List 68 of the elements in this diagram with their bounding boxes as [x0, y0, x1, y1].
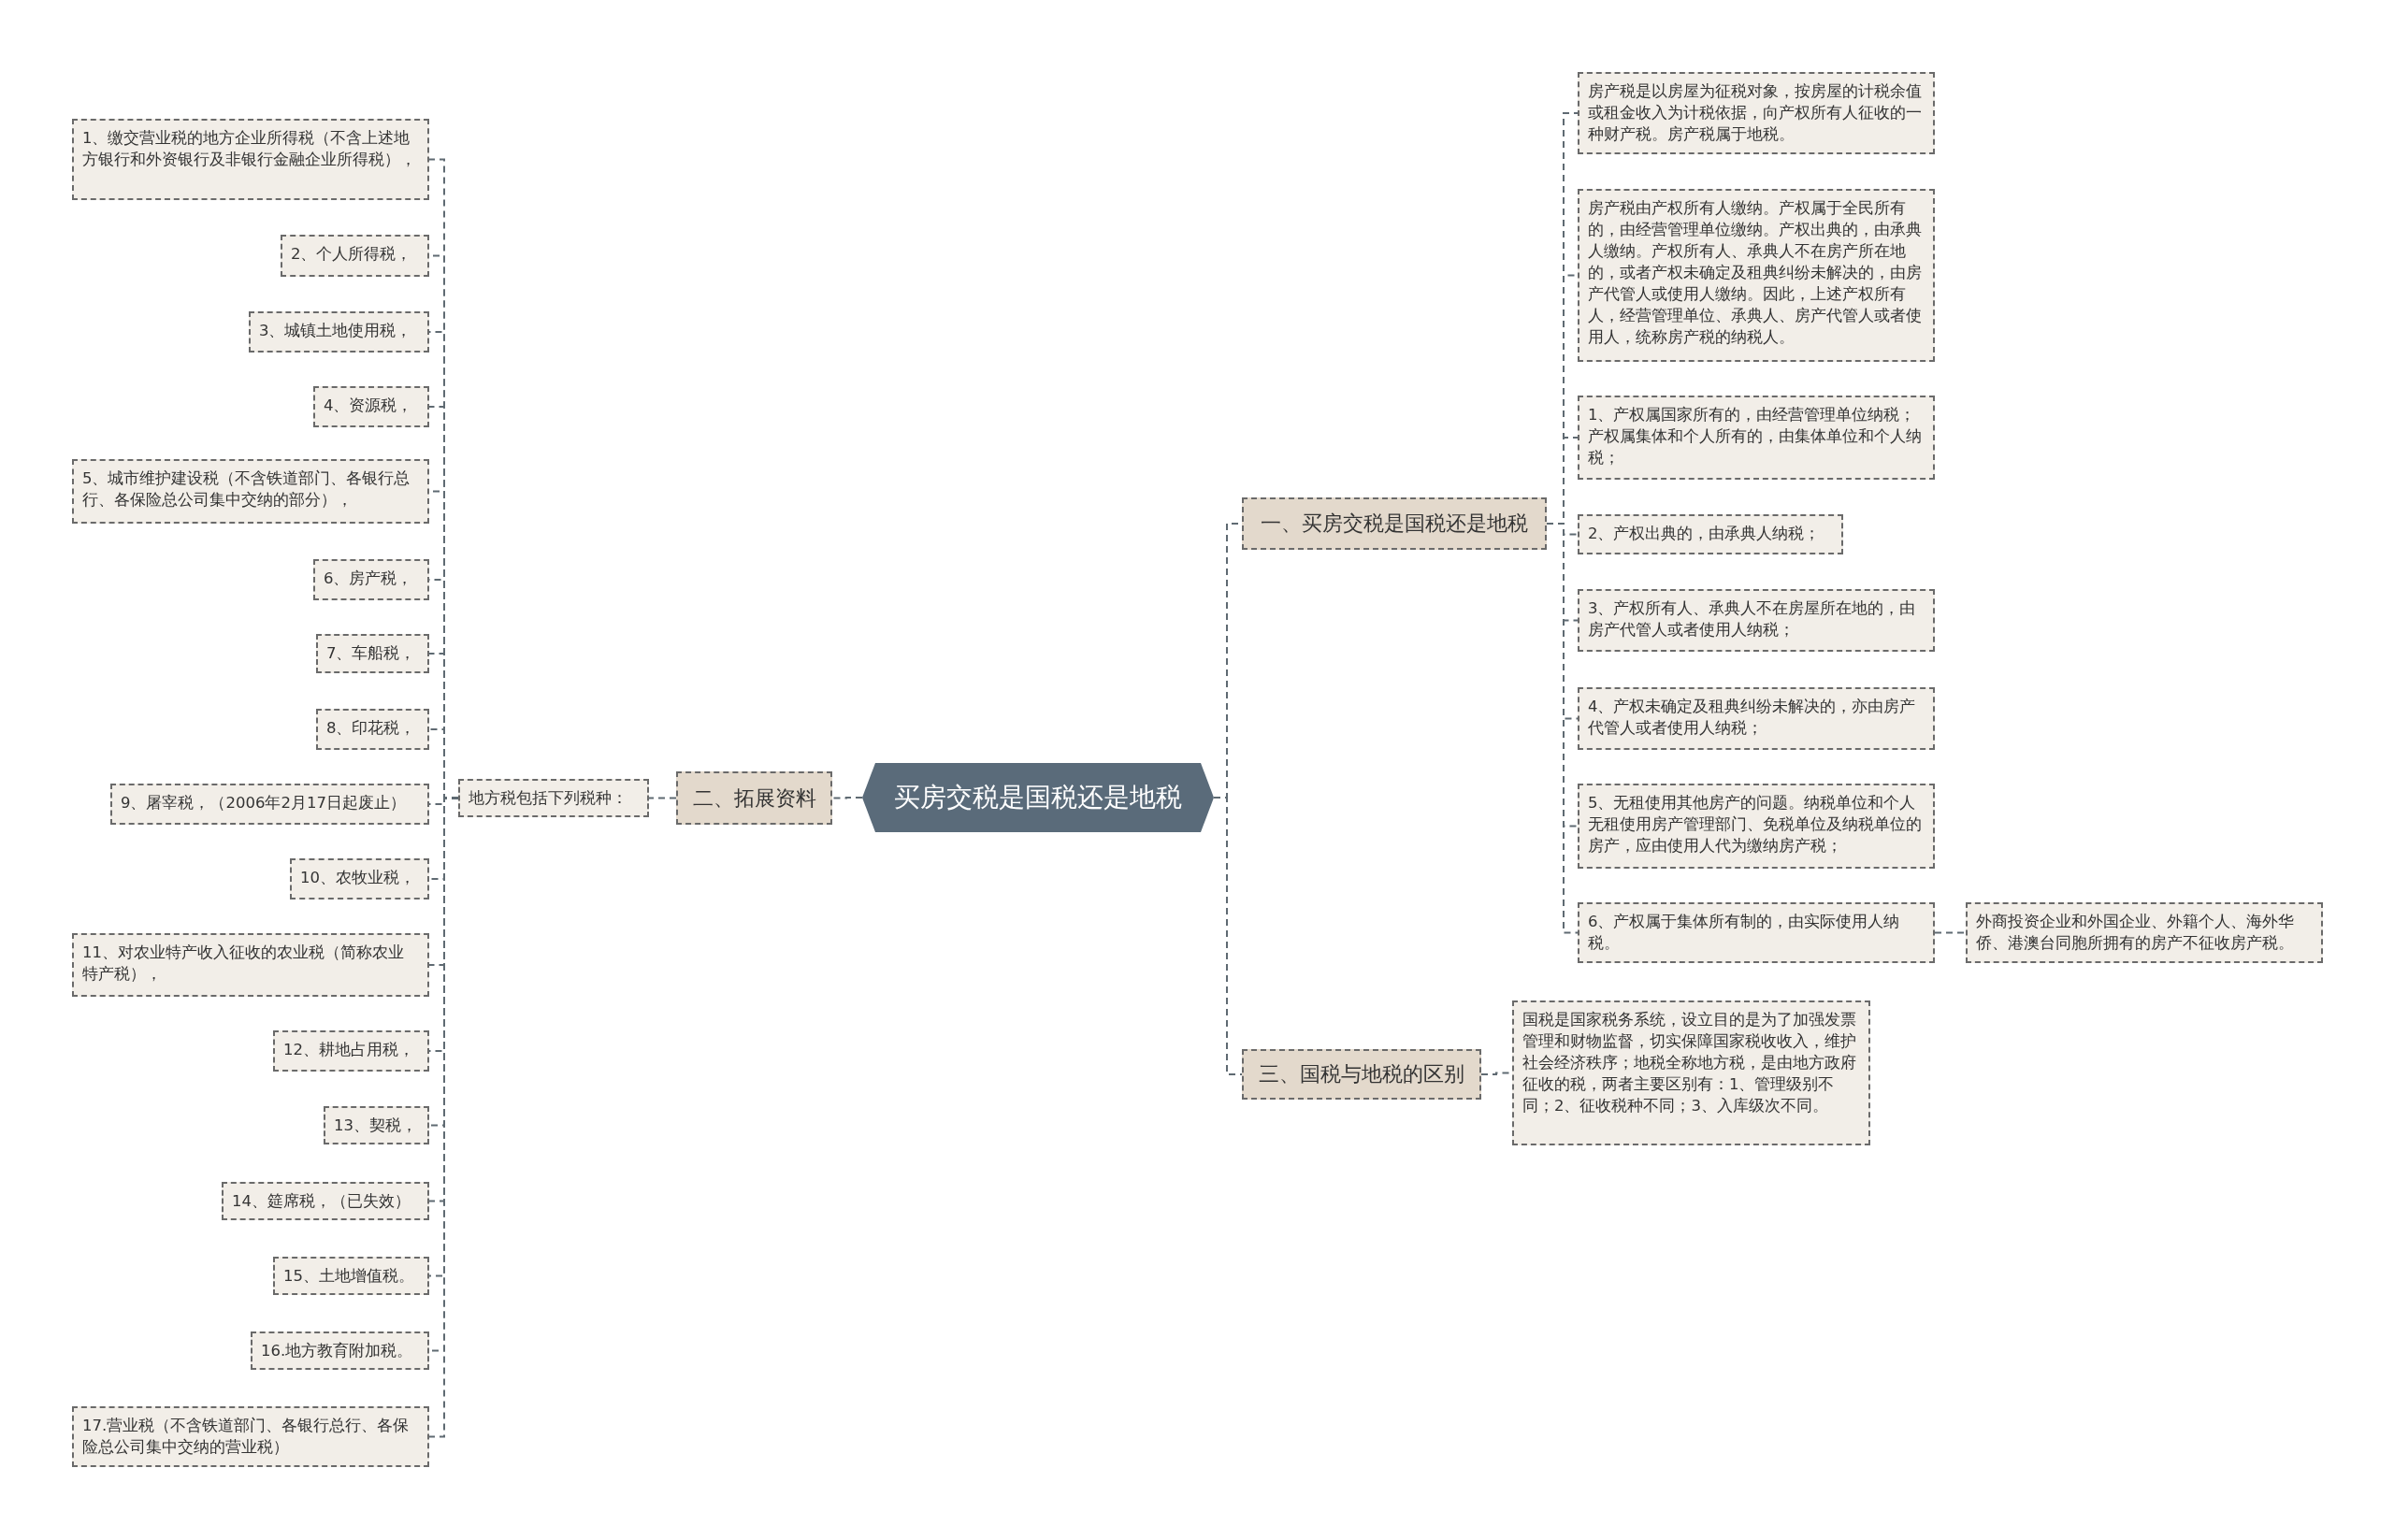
subtopic-box: [1578, 72, 1935, 154]
subtopic-text: 8、印花税，: [326, 719, 416, 737]
subtopic-box: [72, 933, 429, 997]
subtopic-text: 4、产权未确定及租典纠纷未解决的，亦由房产代管人或者使用人纳税；: [1588, 698, 1916, 737]
subtopic-text: 12、耕地占用税，: [283, 1041, 414, 1058]
connector-line: [831, 797, 863, 799]
subtopic-box: [313, 386, 429, 427]
connector-line: [648, 797, 677, 799]
connector-line: [1213, 797, 1243, 1075]
subtopic-box: [249, 311, 429, 353]
subtopic-box: [316, 709, 429, 750]
subtopic-box: [458, 779, 649, 817]
branch-topic-text: 三、国税与地税的区别: [1259, 1061, 1464, 1087]
subtopic-text: 7、车船税，: [326, 644, 416, 662]
branch-topic-text: 一、买房交税是国税还是地税: [1261, 511, 1528, 537]
branch-topic-box: [1242, 1049, 1481, 1100]
subtopic-box: [110, 784, 429, 825]
subtopic-box: [324, 1106, 429, 1144]
subtopic-box: [1512, 1000, 1870, 1145]
subtopic-text: 17.营业税（不含铁道部门、各银行总行、各保险总公司集中交纳的营业税）: [82, 1417, 410, 1456]
subtopic-text: 2、产权出典的，由承典人纳税；: [1588, 525, 1821, 542]
subtopic-box: [316, 634, 429, 673]
subtopic-box: [1578, 396, 1935, 480]
subtopic-text: 3、城镇土地使用税，: [259, 322, 412, 339]
subtopic-box: [1966, 902, 2323, 963]
subtopic-box: [72, 119, 429, 200]
subtopic-box: [1578, 784, 1935, 869]
branch-topic-box: [1242, 497, 1547, 550]
subtopic-text: 房产税是以房屋为征税对象，按房屋的计税余值或租金收入为计税依据，向产权所有人征收的一种财产税。房产税属于地税。: [1588, 82, 1922, 143]
subtopic-text: 6、产权属于集体所有制的，由实际使用人纳税。: [1588, 913, 1900, 952]
subtopic-box: [281, 235, 429, 277]
subtopic-text: 5、城市维护建设税（不含铁道部门、各银行总行、各保险总公司集中交纳的部分），: [82, 469, 411, 509]
central-topic-text: 买房交税是国税还是地税: [894, 781, 1182, 814]
subtopic-text: 11、对农业特产收入征收的农业税（简称农业特产税），: [82, 943, 404, 983]
subtopic-box: [290, 858, 429, 900]
subtopic-box: [251, 1331, 429, 1370]
central-topic-hexagon: [862, 763, 1214, 832]
subtopic-text: 国税是国家税务系统，设立目的是为了加强发票管理和财物监督，切实保障国家税收收入，维护社会经济秩序；地税全称地方税，是由地方政府征收的税，两者主要区别有：1、管理级别不同；2、征收税种不同；3、入库级次不同。: [1522, 1011, 1856, 1115]
subtopic-box: [1578, 589, 1935, 652]
connector-line: [1934, 931, 1967, 934]
subtopic-text: 1、产权属国家所有的，由经营管理单位纳税；产权属集体和个人所有的，由集体单位和个人纳税；: [1588, 406, 1922, 467]
subtopic-box: [273, 1257, 429, 1295]
subtopic-box: [222, 1182, 429, 1220]
subtopic-text: 14、筵席税，（已失效）: [232, 1192, 411, 1210]
subtopic-box: [1578, 902, 1935, 963]
subtopic-text: 15、土地增值税。: [283, 1267, 414, 1285]
subtopic-text: 9、屠宰税，（2006年2月17日起废止）: [121, 794, 406, 812]
subtopic-text: 4、资源税，: [324, 396, 413, 414]
subtopic-text: 16.地方教育附加税。: [261, 1342, 413, 1360]
subtopic-text: 6、房产税，: [324, 569, 413, 587]
subtopic-text: 5、无租使用其他房产的问题。纳税单位和个人无租使用房产管理部门、免税单位及纳税单位的房产，应由使用人代为缴纳房产税；: [1588, 794, 1922, 855]
subtopic-text: 13、契税，: [334, 1116, 417, 1134]
subtopic-box: [313, 559, 429, 600]
subtopic-text: 外商投资企业和外国企业、外籍个人、海外华侨、港澳台同胞所拥有的房产不征收房产税。: [1976, 913, 2294, 952]
subtopic-box: [72, 459, 429, 524]
subtopic-box: [1578, 687, 1935, 750]
subtopic-text: 3、产权所有人、承典人不在房屋所在地的，由房产代管人或者使用人纳税；: [1588, 599, 1916, 639]
subtopic-box: [273, 1030, 429, 1072]
subtopic-text: 10、农牧业税，: [300, 869, 415, 886]
branch-topic-text: 二、拓展资料: [692, 784, 816, 812]
subtopic-text: 房产税由产权所有人缴纳。产权属于全民所有的，由经营管理单位缴纳。产权出典的，由承典人缴纳。产权所有人、承典人不在房产所在地的，或者产权未确定及租典纠纷未解决的，由房产代管人或使用人缴纳。因此，上述产权所有人，经营管理单位、承典人、房产代管人或者使用人，统称房产税的纳税人。: [1588, 199, 1922, 346]
subtopic-box: [72, 1406, 429, 1467]
subtopic-box: [1578, 514, 1843, 554]
subtopic-box: [1578, 189, 1935, 362]
subtopic-text: 1、缴交营业税的地方企业所得税（不含上述地方银行和外资银行及非银行金融企业所得税），: [82, 129, 416, 168]
subtopic-text: 2、个人所得税，: [291, 245, 412, 263]
branch-topic-box: [676, 771, 832, 825]
subtopic-text: 地方税包括下列税种：: [469, 789, 627, 807]
